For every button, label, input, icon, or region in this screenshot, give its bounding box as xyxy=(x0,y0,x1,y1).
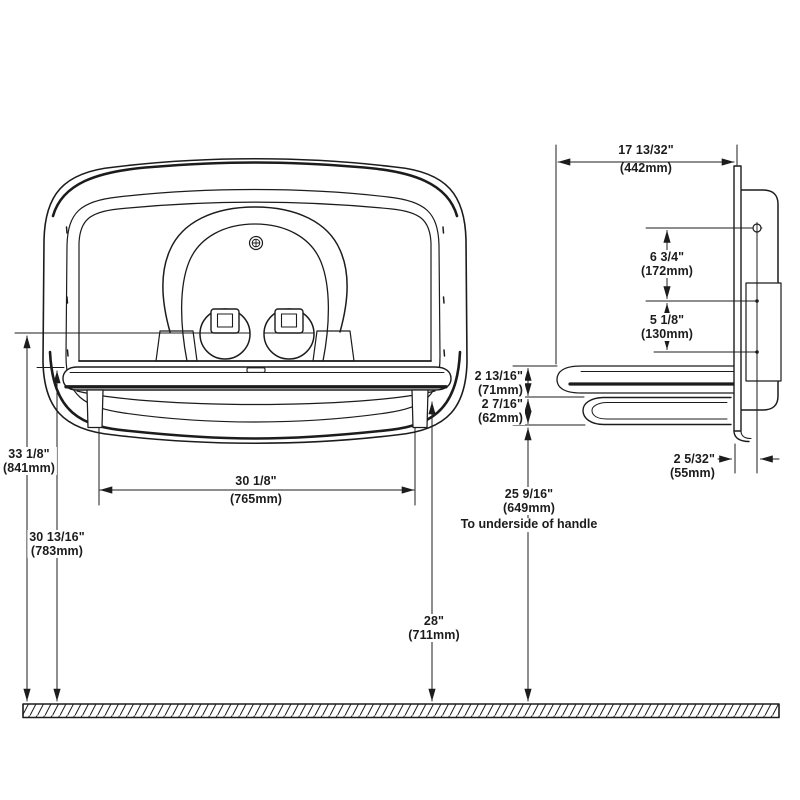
outer-shell xyxy=(42,157,468,445)
side-handle xyxy=(582,396,732,426)
body-back-panel xyxy=(745,282,782,382)
tray-lip-arc xyxy=(76,390,436,406)
front-view-drawing xyxy=(14,157,468,445)
bag-hook-right xyxy=(263,308,315,360)
side-view-drawing xyxy=(556,165,782,474)
shelf-bar xyxy=(62,366,452,391)
side-shelf xyxy=(556,365,738,394)
mounting-hole-bottom xyxy=(755,350,759,354)
strap-left xyxy=(86,389,104,429)
recess-panel xyxy=(78,201,432,362)
front-seam xyxy=(65,188,441,423)
dimension-lines xyxy=(23,144,780,702)
wall-mounting-plate xyxy=(733,165,752,443)
latch-tab xyxy=(246,367,266,373)
dim-hole-span-upper-label: 6 3/4" (172mm) xyxy=(638,250,696,278)
dim-mounting-depth-label: 17 13/32" (442mm) xyxy=(618,143,674,175)
hole-centerlines xyxy=(645,227,763,353)
seam-tick-marks xyxy=(65,226,446,357)
mounting-hole-middle xyxy=(755,299,759,303)
dim-wall-protrusion-label: 2 5/32" (55mm) xyxy=(667,452,717,480)
dim-to-handle-underside-note: To underside of handle xyxy=(457,517,601,532)
dim-bed-width-label: 30 1/8" (765mm) xyxy=(229,474,283,506)
dim-overall-height-label: 33 1/8" (841mm) xyxy=(0,447,58,475)
center-screw xyxy=(248,235,264,251)
dim-to-bed-underside-label: 28" (711mm) xyxy=(406,614,462,642)
shell-top-accent xyxy=(51,161,459,218)
mounting-hole-top xyxy=(752,222,762,234)
dim-shelf-thickness-label: 2 13/16" (71mm) xyxy=(472,369,525,397)
floor-hatch xyxy=(22,703,780,719)
bed-recess-arch-outer xyxy=(162,206,348,333)
dim-hole-span-lower-label: 5 1/8" (130mm) xyxy=(638,313,696,341)
dim-handle-drop-label: 2 7/16" (62mm) xyxy=(475,397,525,425)
bag-hook-left xyxy=(199,308,251,360)
dim-to-handle-underside-label: 25 9/16" (649mm) xyxy=(500,487,558,515)
bed-recess-arch-inner xyxy=(180,223,330,362)
dim-to-shelf-top-label: 30 13/16" (783mm) xyxy=(27,530,87,558)
strap-right xyxy=(411,389,429,429)
